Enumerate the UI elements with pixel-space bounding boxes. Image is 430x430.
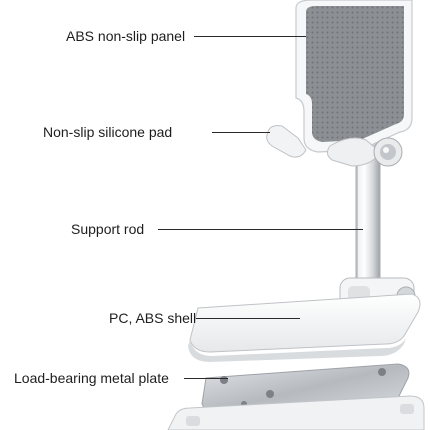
leader-line-non-slip-silicone-pad [212,132,270,133]
leader-line-abs-non-slip-panel [194,36,306,37]
callout-pc-abs-shell: PC, ABS shell [109,310,197,326]
callout-support-rod: Support rod [71,221,145,237]
base-bottom [167,395,425,430]
callout-non-slip-silicone-pad: Non-slip silicone pad [43,124,173,140]
leader-line-load-bearing-metal-plate [184,378,228,379]
leader-line-pc-abs-shell [196,318,300,319]
abs-non-slip-panel [295,0,413,153]
leader-line-support-rod [158,229,363,230]
callout-abs-non-slip-panel: ABS non-slip panel [66,28,186,44]
upper-hinge [373,137,403,167]
pc-abs-shell [188,293,421,362]
non-slip-silicone-pad [266,125,381,167]
callout-load-bearing-metal-plate: Load-bearing metal plate [14,370,169,386]
